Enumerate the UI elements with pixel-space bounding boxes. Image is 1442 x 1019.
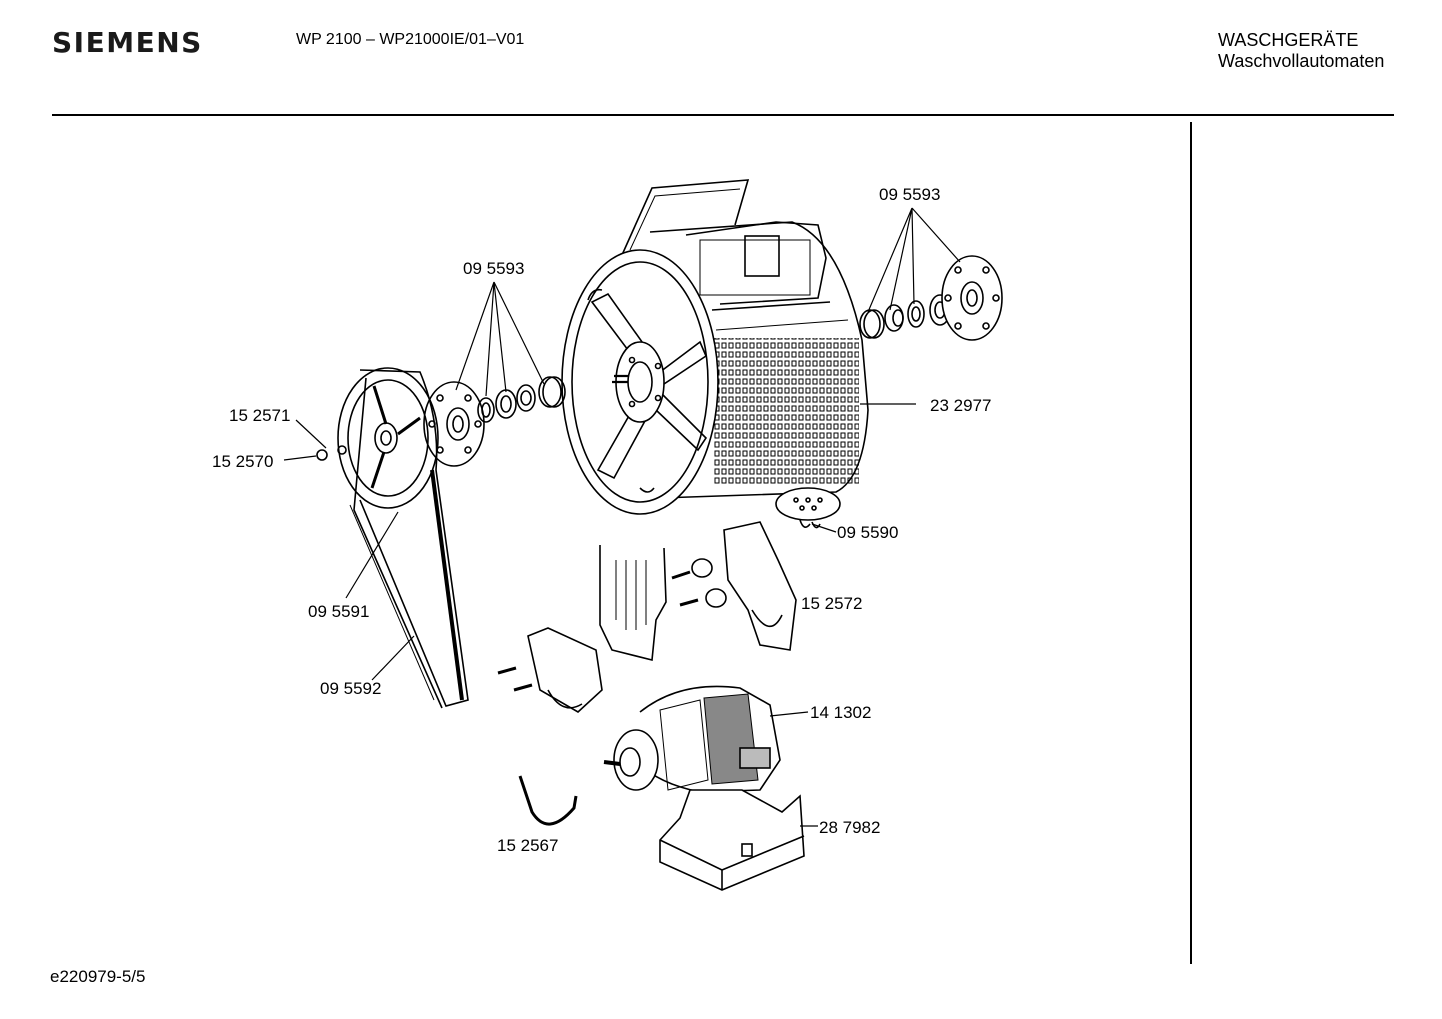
drum-illustration (561, 179, 869, 515)
part-label-clamp: 15 2567 (497, 836, 558, 855)
part-label-pulley: 09 5591 (308, 602, 369, 621)
part-label-motor-cradle: 28 7982 (819, 818, 880, 837)
clamp-illustration (518, 775, 578, 826)
subcategory-title: Waschvollautomaten (1218, 51, 1385, 71)
part-label-left-bearing: 09 5593 (463, 259, 524, 278)
right-bearing-set (859, 255, 1003, 341)
brand-logo: SIEMENS (52, 26, 203, 59)
part-label-pulley-bolt: 15 2571 (229, 406, 290, 425)
motor-cradle-illustration (659, 789, 805, 891)
motor-illustration (603, 685, 781, 793)
category-title: WASCHGERÄTE (1218, 30, 1359, 50)
model-number: WP 2100 – WP21000IE/01–V01 (296, 31, 525, 48)
part-label-belt: 09 5592 (320, 679, 381, 698)
leader-lines (283, 207, 961, 827)
part-label-right-bearing: 09 5593 (879, 185, 940, 204)
part-label-bracket: 15 2572 (801, 594, 862, 613)
drum-filter-illustration (775, 487, 841, 529)
part-label-drum-filter: 09 5590 (837, 523, 898, 542)
sidebar-rule (1190, 122, 1192, 964)
part-label-motor: 14 1302 (810, 703, 871, 722)
document-id: e220979-5/5 (50, 967, 146, 986)
left-bearing-set (423, 376, 566, 467)
part-label-pulley-washer: 15 2570 (212, 452, 273, 471)
heater-and-brackets (497, 521, 797, 713)
pulley-and-belt (316, 367, 469, 709)
part-label-drum: 23 2977 (930, 396, 991, 415)
header-rule (52, 114, 1394, 116)
